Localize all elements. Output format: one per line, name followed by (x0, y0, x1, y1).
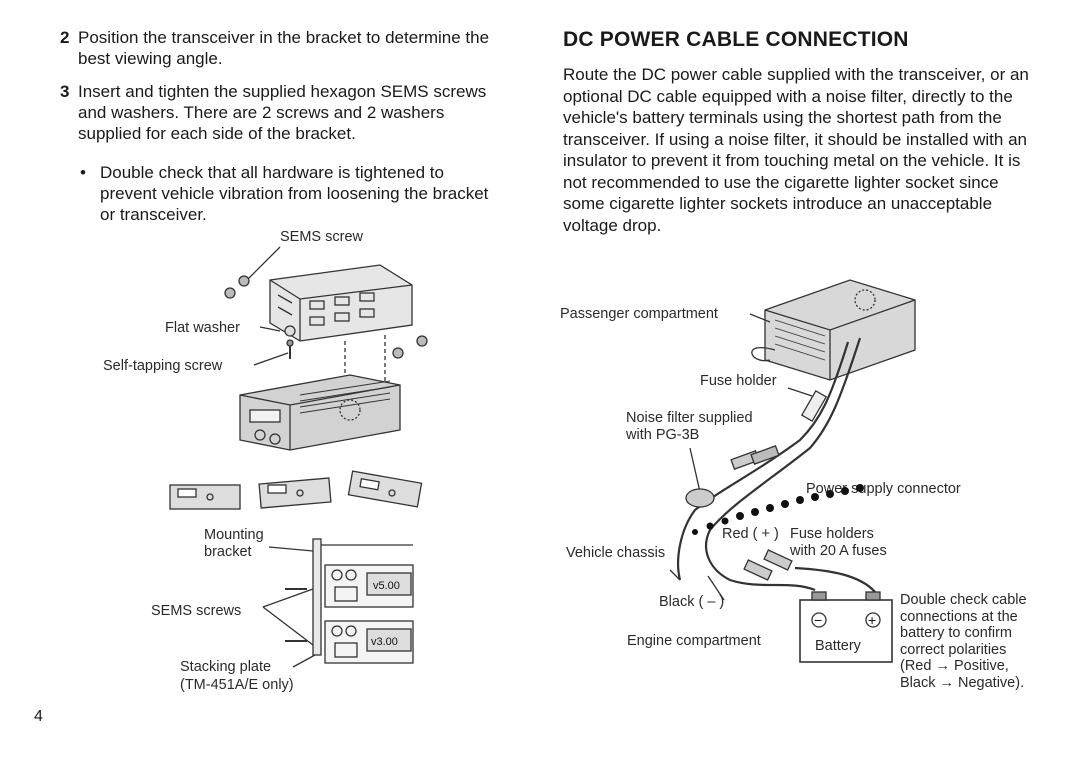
label-self-tapping-screw: Self-tapping screw (103, 358, 223, 374)
section-title: DC POWER CABLE CONNECTION (563, 28, 909, 51)
label-mounting-bracket: Mounting bracket (204, 527, 264, 561)
battery-note-line1: Double check cable (900, 592, 1027, 608)
battery-plus-sign: + (868, 612, 876, 628)
battery-note-line4: correct polarities (900, 641, 1007, 658)
battery-minus-sign: − (814, 612, 822, 628)
label-flat-washer: Flat washer (165, 320, 240, 336)
label-noise-filter-line1: Noise filter supplied (626, 410, 753, 426)
step-2: 2 Position the transceiver in the bracke… (60, 27, 530, 71)
battery-note-line6: Black → Negative). (900, 674, 1025, 691)
section-body: Route the DC power cable supplied with t… (563, 65, 1029, 235)
step-3-text: Insert and tighten the supplied hexagon … (78, 82, 487, 143)
battery-note-line2: connections at the (900, 608, 1018, 625)
dc-cable-illustration: − + Battery (669, 279, 916, 663)
step-2-number: 2 (60, 28, 70, 47)
label-black-negative: Black ( – ) (659, 594, 725, 610)
label-passenger-compartment: Passenger compartment (560, 306, 718, 322)
battery-note: Double check cable connections at the ba… (900, 592, 1027, 691)
step-2-text: Position the transceiver in the bracket … (78, 28, 490, 68)
label-red-positive: Red ( + ) (722, 526, 779, 542)
page-number: 4 (34, 708, 43, 725)
label-fuse-holders-line1: Fuse holders (790, 526, 874, 542)
battery-note-line5: (Red → Positive, (900, 658, 1009, 674)
step-3-number: 3 (60, 82, 70, 101)
bullet-hardware-check: • Double check that all hardware is tigh… (80, 162, 500, 228)
label-fuse-holders: Fuse holders with 20 A fuses (790, 526, 887, 560)
svg-text:v5.00: v5.00 (373, 580, 400, 592)
label-model-note: (TM-451A/E only) (180, 677, 294, 693)
label-engine-compartment: Engine compartment (627, 633, 761, 649)
label-sems-screw: SEMS screw (280, 229, 363, 245)
bracket-mounting-illustration (169, 246, 428, 510)
label-noise-filter-line2: with PG-3B (626, 427, 700, 443)
label-fuse-holder: Fuse holder (700, 373, 777, 389)
label-fuse-holders-line2: with 20 A fuses (790, 543, 887, 559)
step-3: 3 Insert and tighten the supplied hexago… (60, 81, 530, 147)
battery-note-line3: battery to confirm (900, 625, 1013, 641)
bullet-mark: • (80, 163, 86, 182)
stacking-illustration: v5.00 v3.00 (262, 538, 414, 668)
bullet-text: Double check that all hardware is tighte… (100, 163, 489, 224)
label-vehicle-chassis: Vehicle chassis (566, 545, 666, 561)
label-mounting-line2: bracket (204, 544, 252, 560)
battery-label: Battery (815, 638, 862, 654)
label-sems-screws: SEMS screws (151, 603, 242, 619)
svg-text:v3.00: v3.00 (371, 636, 398, 648)
label-mounting-line1: Mounting (204, 527, 264, 543)
label-noise-filter: Noise filter supplied with PG-3B (626, 410, 753, 444)
label-stacking-plate: Stacking plate (180, 659, 272, 675)
